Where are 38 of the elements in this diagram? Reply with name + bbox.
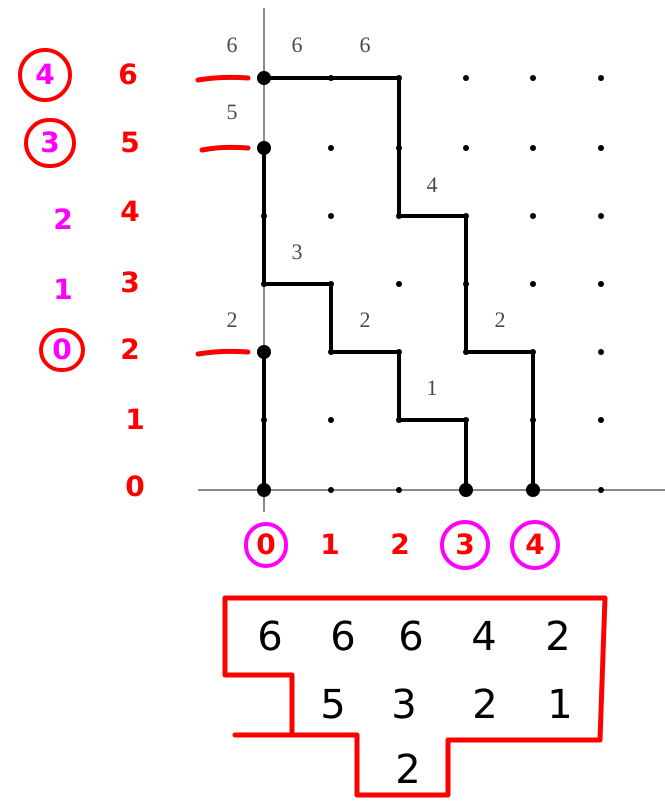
index-label: 6 xyxy=(118,61,138,89)
circled-number: 4 xyxy=(18,48,72,102)
circled-number: 0 xyxy=(39,328,85,372)
step-label: 6 xyxy=(292,34,302,56)
index-label: 1 xyxy=(53,276,73,304)
step-label: 6 xyxy=(360,34,370,56)
tableau-entry: 6 xyxy=(257,617,283,657)
index-label: 4 xyxy=(120,198,140,226)
tableau-entry: 1 xyxy=(547,685,573,725)
tableau-entry: 3 xyxy=(391,685,417,725)
tableau-entry: 2 xyxy=(395,750,421,790)
index-label: 1 xyxy=(320,531,340,559)
step-label: 1 xyxy=(426,377,438,399)
tableau-entry: 4 xyxy=(471,617,497,657)
index-label: 2 xyxy=(53,206,73,234)
tableau-entry: 2 xyxy=(472,685,498,725)
step-label: 4 xyxy=(426,174,438,196)
index-label: 0 xyxy=(125,473,145,501)
circled-number: 0 xyxy=(244,522,288,568)
step-label: 2 xyxy=(360,309,370,331)
step-label: 2 xyxy=(494,309,506,331)
index-label: 3 xyxy=(120,269,140,297)
index-label: 2 xyxy=(390,531,410,559)
index-label: 1 xyxy=(125,406,145,434)
tableau-entry: 6 xyxy=(398,617,424,657)
tableau-entry: 2 xyxy=(545,617,571,657)
tableau-entry: 5 xyxy=(320,685,346,725)
young-tableau xyxy=(222,595,608,800)
index-label: 5 xyxy=(120,129,140,157)
step-label: 6 xyxy=(226,34,238,56)
circled-number: 3 xyxy=(440,520,490,570)
step-label: 3 xyxy=(292,241,302,263)
step-label: 2 xyxy=(226,309,238,331)
tableau-entry: 6 xyxy=(330,617,356,657)
step-label: 5 xyxy=(226,101,238,123)
circled-number: 4 xyxy=(510,520,560,570)
circled-number: 3 xyxy=(24,118,76,168)
index-label: 2 xyxy=(120,336,140,364)
